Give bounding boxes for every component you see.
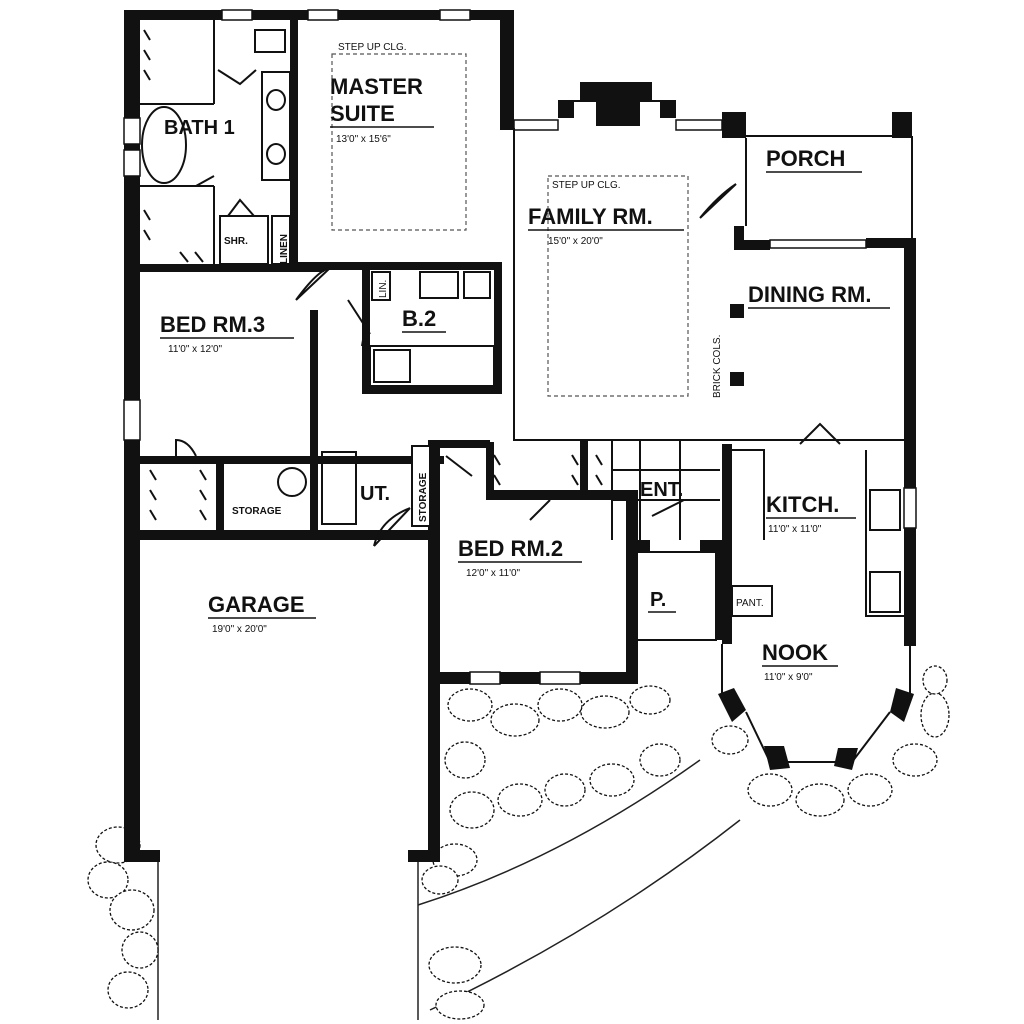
kitchen-label: KITCH.: [766, 492, 839, 517]
master-suite-label-1: MASTER: [330, 74, 423, 99]
master-step-up-note: STEP UP CLG.: [338, 42, 407, 53]
pantry: [731, 585, 773, 617]
master-step-up-clg: [331, 53, 467, 231]
toilet: [254, 29, 286, 53]
bed-rm-2-label: BED RM.2: [458, 536, 563, 561]
brick-cols-label: BRICK COLS.: [712, 335, 723, 398]
b2-vanity: [419, 271, 459, 299]
water-heater: [277, 467, 307, 497]
b2-lin-label: LIN.: [378, 280, 389, 298]
linen-closet: [271, 215, 291, 265]
family-step-up-clg: [547, 175, 689, 397]
bath2-label: B.2: [402, 306, 436, 331]
driveway: [157, 860, 419, 1020]
interior-lines: [140, 20, 913, 763]
pantry-label: PANT.: [736, 598, 764, 609]
p-closet-label: P.: [650, 589, 666, 611]
family-room-dims: 15'0" x 20'0": [548, 236, 603, 247]
family-room-label: FAMILY RM.: [528, 204, 653, 229]
bath1-label: BATH 1: [164, 117, 235, 139]
storage-vertical-label: STORAGE: [418, 472, 429, 522]
b2-toilet: [463, 271, 491, 299]
porch-label: PORCH: [766, 146, 845, 171]
sink-1: [266, 89, 286, 111]
shrubs: [87, 665, 950, 1020]
nook-label: NOOK: [762, 640, 828, 665]
shower-label: SHR.: [224, 236, 248, 247]
bed-rm-2-dims: 12'0" x 11'0": [466, 568, 521, 579]
storage-label: STORAGE: [232, 506, 282, 517]
garage-label: GARAGE: [208, 592, 305, 617]
garage-dims: 19'0" x 20'0": [212, 624, 267, 635]
bed-rm-3-label: BED RM.3: [160, 312, 265, 337]
kitchen-dims: 11'0" x 11'0": [768, 524, 822, 535]
family-step-up-note: STEP UP CLG.: [552, 180, 621, 191]
master-suite-dims: 13'0" x 15'6": [336, 134, 391, 145]
windows: [123, 9, 917, 685]
b2-lin-closet: [371, 271, 391, 301]
sink-2: [266, 143, 286, 165]
landscaping: [87, 665, 950, 1020]
entry-label: ENT.: [640, 479, 683, 501]
utility-label: UT.: [360, 483, 390, 505]
master-suite-label-2: SUITE: [330, 101, 395, 126]
b2-tub-inner: [373, 349, 411, 383]
shower: [219, 215, 269, 265]
bed-rm-3-dims: 11'0" x 12'0": [168, 344, 223, 355]
front-walk: [417, 759, 741, 1011]
room-labels: STEP UP CLG. MASTER SUITE 13'0" x 15'6" …: [160, 42, 890, 683]
dining-room-label: DINING RM.: [748, 282, 871, 307]
storage-vertical-closet: [411, 445, 431, 527]
bathtub: [141, 106, 187, 184]
linen-label: LINEN: [279, 234, 290, 264]
nook-dims: 11'0" x 9'0": [764, 672, 813, 683]
